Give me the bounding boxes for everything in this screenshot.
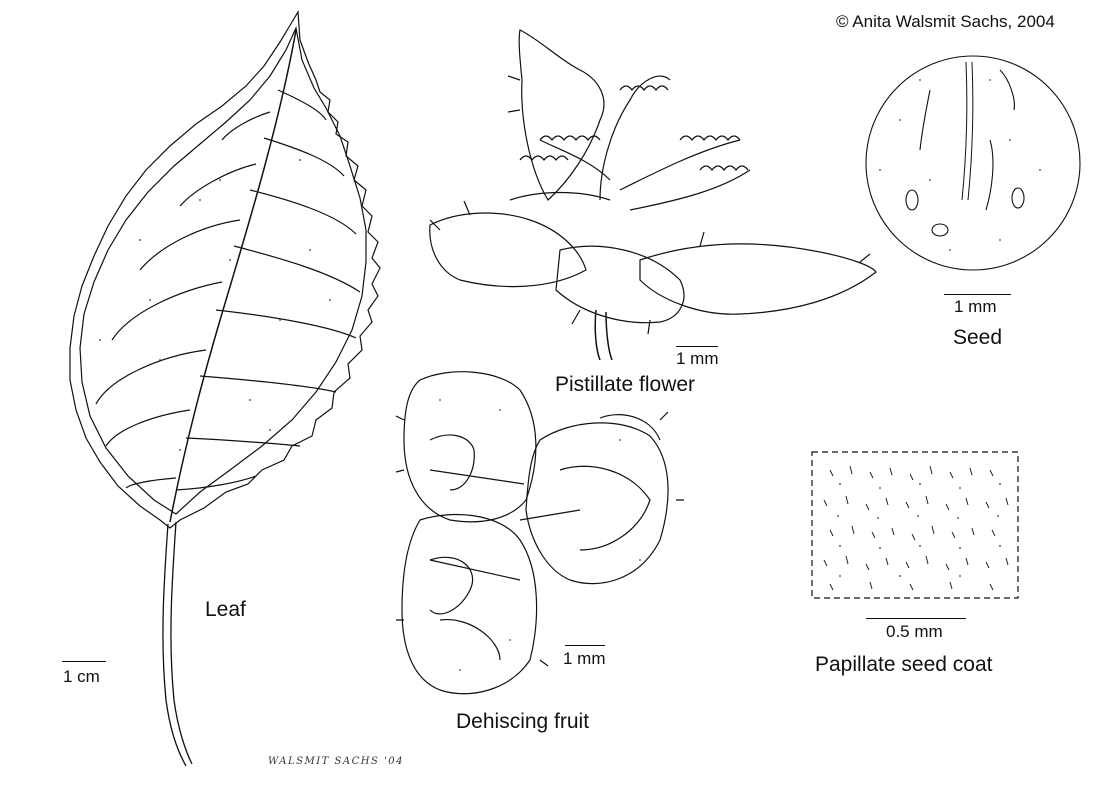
seed-coat-label: Papillate seed coat (815, 653, 993, 676)
fruit-scale-bar (565, 645, 605, 646)
seed-coat-scale-label: 0.5 mm (886, 622, 943, 641)
flower-label: Pistillate flower (555, 373, 696, 396)
leaf-scale-bar (62, 661, 106, 662)
seed-scale-label: 1 mm (954, 297, 997, 316)
copyright-notice: © Anita Walsmit Sachs, 2004 (836, 12, 1055, 31)
flower-scale-bar (676, 346, 718, 347)
seed-label: Seed (953, 326, 1003, 349)
leaf-scale-label: 1 cm (63, 667, 100, 686)
leaf-label: Leaf (205, 598, 246, 621)
fruit-label: Dehiscing fruit (456, 710, 590, 733)
seed-coat-scale-bar (866, 618, 966, 619)
flower-scale-label: 1 mm (676, 349, 719, 368)
artist-signature: WALSMIT SACHS '04 (268, 756, 404, 767)
fruit-scale-label: 1 mm (563, 649, 606, 668)
seed-scale-bar (944, 294, 1011, 295)
